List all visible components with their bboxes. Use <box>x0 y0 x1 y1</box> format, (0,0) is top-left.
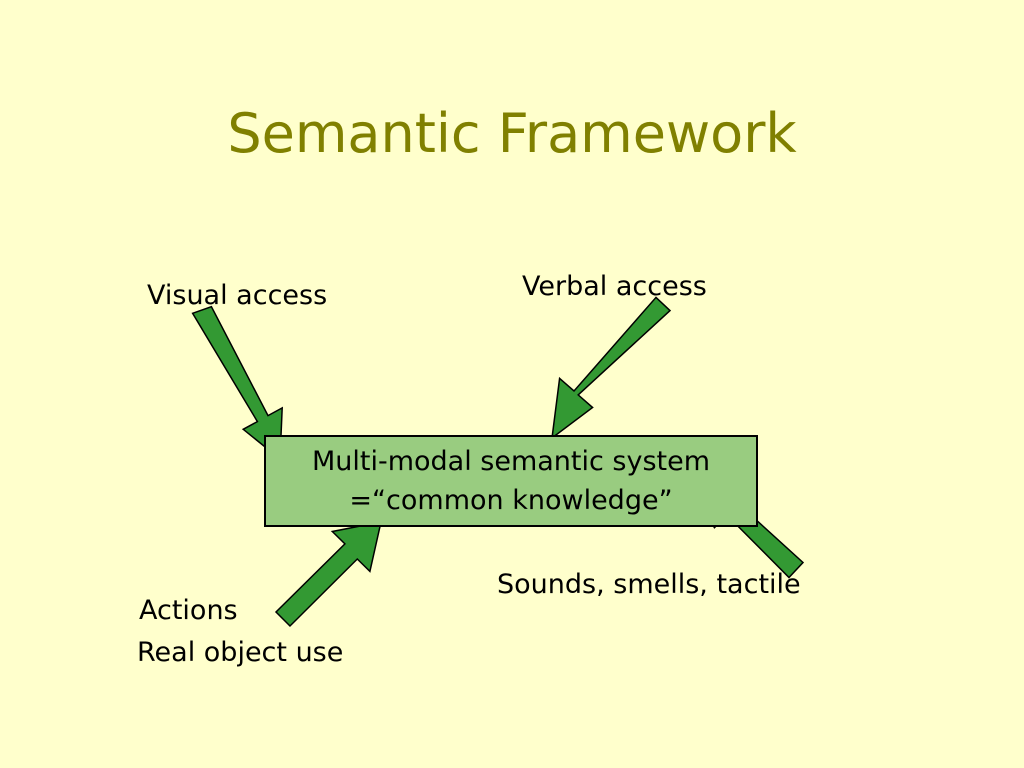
actions-label: Actions <box>139 595 238 626</box>
verbal-access-label: Verbal access <box>522 271 707 302</box>
slide-title: Semantic Framework <box>227 102 797 165</box>
sounds-smells-tactile-label: Sounds, smells, tactile <box>497 569 801 600</box>
semantic-system-label-line1: Multi-modal semantic system <box>311 446 711 477</box>
real-object-use-label: Real object use <box>137 637 344 668</box>
arrow-verbal-to-system <box>551 296 672 440</box>
arrow-actions-to-system <box>274 521 382 628</box>
visual-access-label: Visual access <box>147 280 328 311</box>
semantic-system-label-line2: =“common knowledge” <box>349 485 673 516</box>
semantic-system-box: Multi-modal semantic system =“common kno… <box>264 435 758 527</box>
